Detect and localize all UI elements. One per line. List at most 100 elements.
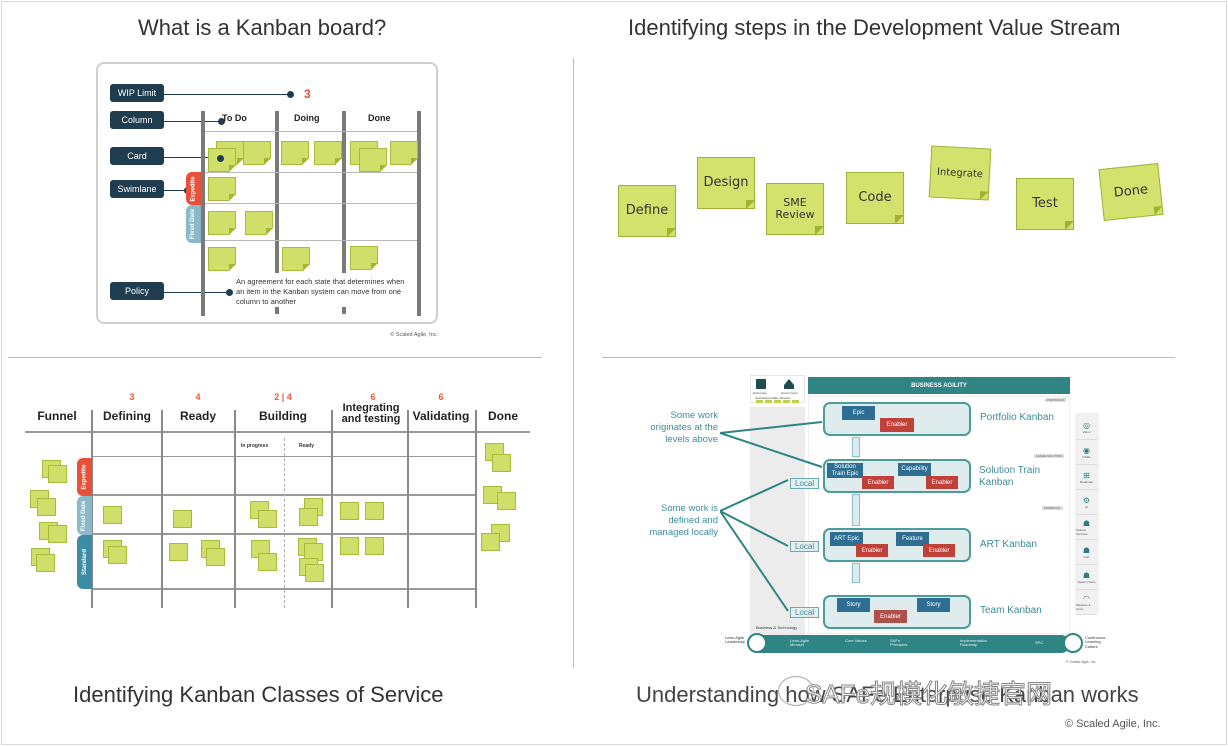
footer-learning-culture: Continuous Learning Culture bbox=[1085, 635, 1106, 649]
wip-limit: 3 bbox=[129, 392, 135, 402]
level-name: ART Kanban bbox=[980, 539, 1037, 550]
column-header: Done bbox=[368, 113, 391, 123]
policy-label: Policy bbox=[110, 282, 164, 300]
enabler-card: Enabler bbox=[880, 418, 914, 432]
arrow-line bbox=[720, 432, 823, 468]
title-value-stream: Identifying steps in the Development Val… bbox=[628, 15, 1121, 40]
annotation-levels-above: Some work originates at the levels above bbox=[650, 410, 718, 445]
row-line bbox=[205, 203, 417, 204]
government-label: Government bbox=[781, 391, 798, 395]
column-line bbox=[91, 410, 93, 608]
row-line bbox=[205, 172, 417, 173]
column-header: To Do bbox=[222, 113, 247, 123]
wip-limit-label: WIP Limit bbox=[110, 84, 164, 102]
card bbox=[305, 564, 324, 582]
enterprise-kanban-diagram: Enterprise Government Operational Value … bbox=[630, 375, 1110, 670]
feature-card: Feature bbox=[896, 532, 929, 546]
card bbox=[206, 548, 225, 566]
level-name: Solution Train Kanban bbox=[979, 465, 1041, 488]
column-stub bbox=[275, 307, 279, 314]
wip-limit: 4 bbox=[195, 392, 201, 402]
wip-value: 3 bbox=[304, 87, 311, 101]
column-line bbox=[407, 410, 409, 608]
card bbox=[281, 141, 309, 165]
divider bbox=[602, 357, 1175, 358]
card bbox=[350, 246, 378, 270]
card bbox=[169, 543, 188, 561]
swimlane-tag-expedite: Expedite bbox=[186, 172, 201, 205]
column-line bbox=[161, 410, 163, 608]
card bbox=[258, 553, 277, 571]
card bbox=[340, 502, 359, 520]
header-line bbox=[25, 431, 530, 433]
watermark: SAFe规模化敏捷官网 bbox=[804, 679, 1053, 710]
arrow-line bbox=[720, 421, 823, 434]
business-technology-label: Business & Technology bbox=[756, 625, 798, 630]
connector-dot bbox=[226, 289, 233, 296]
level-tag: PORTFOLIO bbox=[1045, 398, 1067, 402]
ovs-label: Operational Value Streams bbox=[755, 396, 791, 400]
card bbox=[245, 211, 273, 235]
row-line bbox=[93, 494, 477, 496]
footer-bar bbox=[750, 635, 1070, 653]
connector-dot bbox=[287, 91, 294, 98]
connector bbox=[164, 121, 219, 122]
enabler-card: Enabler bbox=[874, 610, 907, 623]
footer-mindset: Lean-Agile Mindset bbox=[790, 638, 810, 648]
solution-train-epic-card: Solution Train Epic bbox=[827, 463, 863, 478]
card-label: Card bbox=[110, 147, 164, 165]
card bbox=[208, 211, 236, 235]
business-agility-banner: BUSINESS AGILITY bbox=[808, 377, 1070, 394]
card bbox=[299, 508, 318, 526]
connector bbox=[164, 94, 288, 95]
column-header: Ready bbox=[179, 409, 217, 423]
column-header: Defining bbox=[103, 409, 151, 423]
column-divider bbox=[342, 111, 346, 273]
sidebar-item-cop: ☗CoP bbox=[1076, 540, 1097, 565]
divider bbox=[8, 357, 542, 358]
down-arrow-icon bbox=[852, 494, 860, 526]
card bbox=[48, 525, 67, 543]
local-tag: Local bbox=[790, 478, 820, 489]
capability-card: Capability bbox=[898, 463, 931, 476]
card bbox=[48, 465, 67, 483]
classes-of-service-board: 3 4 2 | 4 6 6 Funnel Defining Ready Buil… bbox=[25, 388, 530, 610]
policy-text: An agreement for each state that determi… bbox=[236, 277, 405, 306]
leadership-icon bbox=[747, 633, 767, 653]
footer-leadership: Lean-Agile Leadership bbox=[725, 635, 745, 645]
card bbox=[390, 141, 418, 165]
column-divider bbox=[417, 111, 421, 316]
card bbox=[208, 177, 236, 201]
subcolumn-label: In progress bbox=[241, 443, 269, 449]
enabler-card: Enabler bbox=[862, 476, 894, 489]
level-name: Team Kanban bbox=[980, 605, 1042, 616]
level-tag: ESSENTIAL bbox=[1042, 506, 1063, 510]
column-header: Doing bbox=[294, 113, 320, 123]
level-tag: LARGE SOLUTION bbox=[1034, 454, 1065, 458]
enabler-card: Enabler bbox=[926, 476, 958, 489]
title-classes-of-service: Identifying Kanban Classes of Service bbox=[73, 682, 444, 707]
card bbox=[314, 141, 342, 165]
card bbox=[208, 148, 236, 172]
title-what-is-kanban: What is a Kanban board? bbox=[138, 15, 387, 40]
sidebar-item-measure-grow: ◠Measure & Grow bbox=[1076, 590, 1097, 615]
footer-principles: SAFe Principles bbox=[890, 638, 908, 648]
story-card: Story bbox=[917, 598, 950, 612]
card bbox=[282, 247, 310, 271]
enabler-card: Enabler bbox=[856, 544, 888, 557]
level-name: Portfolio Kanban bbox=[980, 412, 1054, 423]
lane-tag-expedite: Expedite bbox=[77, 458, 92, 496]
divider bbox=[573, 58, 574, 668]
column-stub bbox=[342, 307, 346, 314]
diagram-copyright: © Scaled Agile, Inc. bbox=[1066, 660, 1097, 664]
sidebar-item-roadmap: ⊞Roadmap bbox=[1076, 465, 1097, 490]
art-epic-card: ART Epic bbox=[830, 532, 863, 546]
story-card: Story bbox=[837, 598, 870, 612]
card bbox=[481, 533, 500, 551]
column-label: Column bbox=[110, 111, 164, 129]
sidebar-item-vision: ◎Vision bbox=[1076, 415, 1097, 440]
card bbox=[36, 554, 55, 572]
connector bbox=[164, 157, 224, 158]
step-note: Code bbox=[846, 172, 904, 224]
lane-tag-fixed-date: Fixed Date bbox=[77, 496, 92, 535]
